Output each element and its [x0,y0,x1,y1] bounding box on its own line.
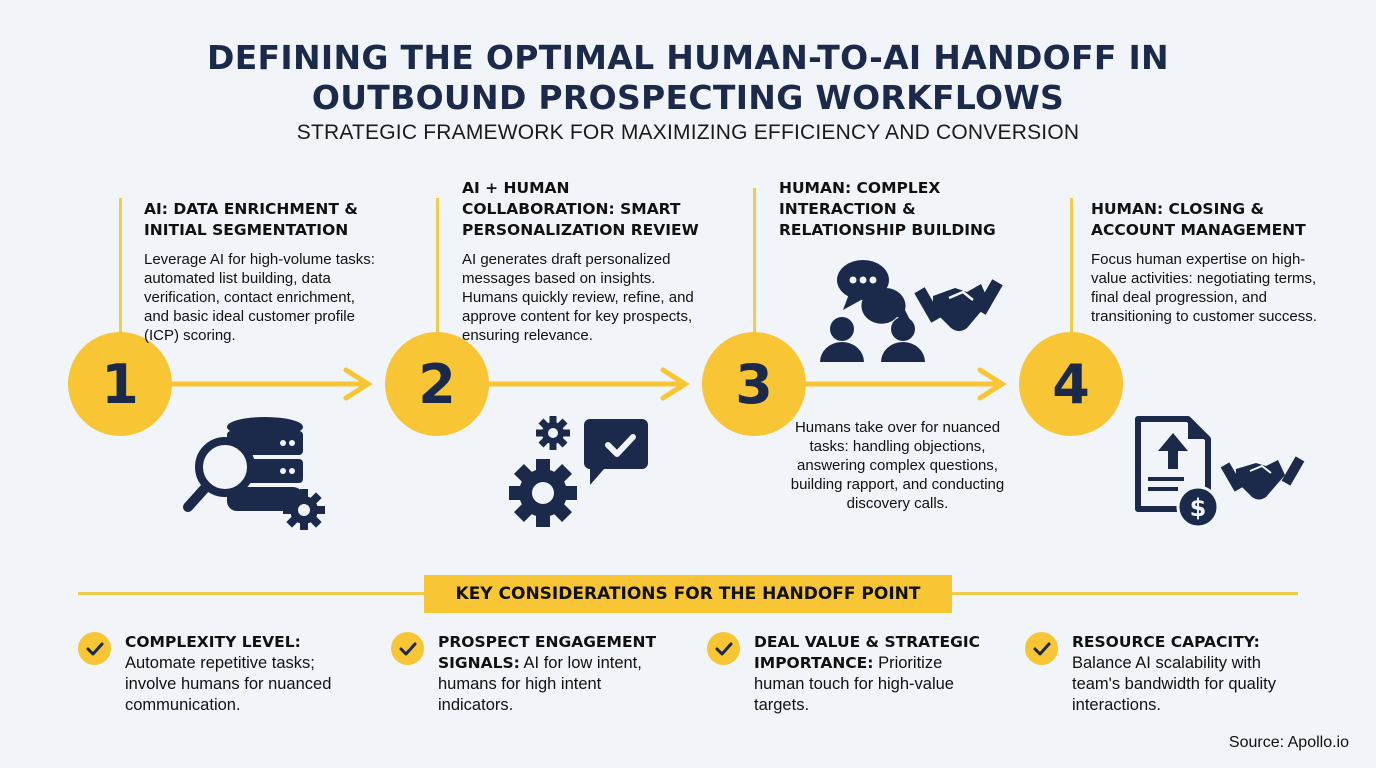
consideration-text: Balance AI scalability with team's bandw… [1072,654,1277,714]
considerations-divider-left [78,592,428,595]
gears-approval-message-icon [509,416,648,527]
step-4-title: HUMAN: CLOSING & ACCOUNT MANAGEMENT [1091,200,1306,239]
step-1-number: 1 [68,332,172,436]
step-4-connector [1070,198,1073,338]
people-conversation-handshake-icon [820,260,1003,362]
page-title: DEFINING THE OPTIMAL HUMAN-TO-AI HANDOFF… [0,38,1376,118]
step-3-title: HUMAN: COMPLEX INTERACTION & RELATIONSHI… [779,179,996,239]
check-icon [391,632,424,665]
check-icon [707,632,740,665]
title-line-2: OUTBOUND PROSPECTING WORKFLOWS [311,78,1065,117]
check-icon [1025,632,1058,665]
arrow-2-to-3-icon [487,367,690,401]
consideration-label: COMPLEXITY LEVEL: [125,633,301,651]
consideration-text: AI for low intent, humans for high inten… [438,654,642,714]
step-1-description: Leverage AI for high-volume tasks: autom… [144,251,375,344]
step-4-description: Focus human expertise on high-value acti… [1091,251,1317,325]
step-2-description: AI generates draft personalized messages… [462,251,694,344]
considerations-divider-right [948,592,1298,595]
source-credit: Source: Apollo.io [1228,734,1349,751]
consideration-label: PROSPECT ENGAGEMENT SIGNALS: [438,633,657,672]
step-3-connector [753,188,756,338]
consideration-label: RESOURCE CAPACITY: [1072,633,1260,651]
step-2-title: AI + HUMAN COLLABORATION: SMART PERSONAL… [462,179,699,239]
page-subtitle: STRATEGIC FRAMEWORK FOR MAXIMIZING EFFIC… [296,121,1080,144]
considerations-heading: KEY CONSIDERATIONS FOR THE HANDOFF POINT [424,575,952,613]
consideration-text: Automate repetitive tasks; involve human… [125,654,332,714]
step-2-number: 2 [385,332,489,436]
step-3-description: Humans take over for nuanced tasks: hand… [790,419,1005,512]
check-icon [78,632,111,665]
step-4-number: 4 [1019,332,1123,436]
consideration-label: DEAL VALUE & STRATEGIC IMPORTANCE: [754,633,980,672]
step-3-number: 3 [702,332,806,436]
contract-dollar-handshake-icon: $ [1135,416,1305,529]
consideration-text: Prioritize human touch for high-value ta… [754,654,954,714]
step-1-title: AI: DATA ENRICHMENT & INITIAL SEGMENTATI… [144,200,358,239]
step-2-connector [436,198,439,338]
step-1-connector [119,198,122,338]
database-search-gear-icon [183,417,325,530]
title-line-1: DEFINING THE OPTIMAL HUMAN-TO-AI HANDOFF… [207,38,1169,77]
arrow-3-to-4-icon [804,367,1007,401]
svg-text:$: $ [1190,494,1207,522]
arrow-1-to-2-icon [170,367,373,401]
